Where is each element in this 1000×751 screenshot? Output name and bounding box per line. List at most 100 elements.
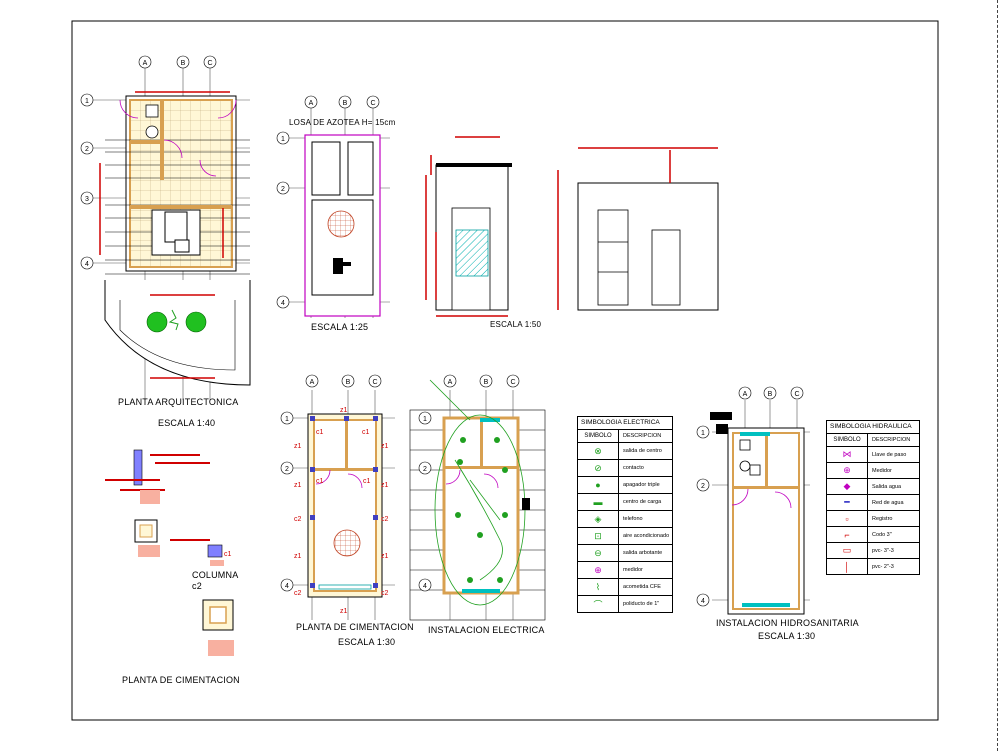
table-row: ▬centro de carga [578,494,672,511]
z1-label: z1 [381,443,389,450]
axis-a-label: A [309,100,314,107]
symbol-description: Red de agua [872,499,904,506]
triple-switch-icon: ● [578,477,619,493]
losa-azotea-title: LOSA DE AZOTEA H= 15cm [289,118,396,127]
z1-label: z1 [340,608,348,615]
scale-label: ESCALA 1:25 [311,322,369,332]
symbol-description: pvc- 3"-3 [872,547,894,554]
symbol-description: poliducto de 1" [623,601,660,607]
axis-2-label: 2 [85,146,89,153]
column-header: SIMBOLO [578,430,619,442]
axis-c-label: C [372,379,377,386]
c1-label: c1 [316,429,324,436]
planta-cimentacion-title: PLANTA DE CIMENTACION [296,622,414,632]
scale-label: ESCALA 1:30 [338,637,396,647]
planta-arquitectonica-title: PLANTA ARQUITECTONICA [118,397,239,407]
axis-4-label: 4 [85,261,89,268]
ac-icon: ⊡ [578,528,619,544]
symbol-description: telefono [623,516,643,522]
axis-1-label: 1 [85,98,89,105]
electrical-symbol-table: SIMBOLOGIA ELECTRICA SIMBOLO DESCRIPCION… [577,416,673,613]
table-row: ⊘ contacto [578,460,672,477]
axis-b-label: B [343,100,348,107]
fachada-lateral [425,136,512,317]
hydraulic-symbol-table: SIMBOLOGIA HIDRAULICA SIMBOLO DESCRIPCIO… [826,420,920,575]
symbol-description: Salida agua [872,483,902,490]
water-outlet-icon: ◆ [827,479,868,494]
axis-b-label: B [484,379,489,386]
z1-label: z1 [294,553,302,560]
fachada-principal [557,147,719,311]
axis-b-label: B [768,391,773,398]
wall-outlet-icon: ⊖ [578,545,619,561]
symbol-description: salida de centro [623,448,662,454]
z1-label: z1 [294,482,302,489]
table-row: ━Red de agua [827,495,919,511]
z1-label: z1 [340,407,348,414]
ceiling-outlet-icon: ⊗ [578,443,619,459]
axis-b-label: B [181,60,186,67]
axis-2-label: 2 [281,186,285,193]
pvc2-icon: │ [827,559,868,574]
axis-a-label: A [310,379,315,386]
symbol-description: Registro [872,515,893,522]
z1-label: z1 [381,482,389,489]
axis-2-label: 2 [423,466,427,473]
scale-label: ESCALA 1:30 [758,631,816,641]
symbol-description: contacto [623,465,644,471]
symbol-description: Codo 3" [872,531,892,538]
table-row: ◆ Salida agua [827,479,919,495]
axis-c-label: C [794,391,799,398]
register-icon: ▫ [827,511,868,526]
axis-a-label: A [743,391,748,398]
symbol-description: Medidor [872,467,892,474]
axis-b-label: B [346,379,351,386]
symbol-description: Llave de paso [872,451,907,458]
table-row: ⌐ Codo 3" [827,527,919,543]
c1-label: c1 [363,478,371,485]
sheet-cut-line [997,0,998,751]
instalacion-electrica: A B C 1 2 4 [409,374,546,621]
symbol-description: acometida CFE [623,584,661,590]
z1-label: z1 [294,443,302,450]
elbow-icon: ⌐ [827,527,868,542]
table-row: ⊡aire acondicionado [578,528,672,545]
axis-4-label: 4 [701,598,705,605]
axis-4-label: 4 [423,583,427,590]
axis-c-label: C [510,379,515,386]
instalacion-hidrosanitaria: A B C 1 2 4 [696,386,810,615]
outlet-icon: ⊘ [578,460,619,476]
axis-1-label: 1 [281,136,285,143]
c2-label: c2 [381,516,389,523]
symbol-description: apagador triple [623,482,660,488]
axis-1-label: 1 [701,430,705,437]
table-row: ⊗ salida de centro [578,443,672,460]
columna-id-label: c2 [192,581,202,591]
table-row: ⋈ Llave de paso [827,447,919,463]
losa-azotea-plan: A B C 1 2 4 [276,95,390,318]
axis-a-label: A [143,60,148,67]
table-row: ⌒poliducto de 1" [578,596,672,612]
cfe-icon: ⌇ [578,579,619,595]
symbol-description: centro de carga [623,499,662,505]
planta-cimentacion: z1 z1 z1 z1 z1 z1 z1 z1 c1 c1 c1 c1 c2 c… [224,374,395,620]
table-row: ⌇ acometida CFE [578,579,672,596]
c1-label: c1 [316,478,324,485]
table-row: ● apagador triple [578,477,672,494]
table-title: SIMBOLOGIA ELECTRICA [578,417,672,430]
axis-2-label: 2 [285,466,289,473]
gate-valve-icon: ⋈ [827,447,868,462]
c1-label: c1 [362,429,370,436]
axis-1-label: 1 [423,416,427,423]
axis-2-label: 2 [701,483,705,490]
table-row: ▫ Registro [827,511,919,527]
instalacion-hidrosanitaria-title: INSTALACION HIDROSANITARIA [716,618,859,628]
column-header: DESCRIPCION [872,437,911,443]
table-row: ⊕medidor [578,562,672,579]
axis-a-label: A [448,379,453,386]
column-header: DESCRIPCION [623,433,662,439]
axis-c-label: C [370,100,375,107]
axis-4-label: 4 [285,583,289,590]
phone-icon: ◈ [578,511,619,527]
